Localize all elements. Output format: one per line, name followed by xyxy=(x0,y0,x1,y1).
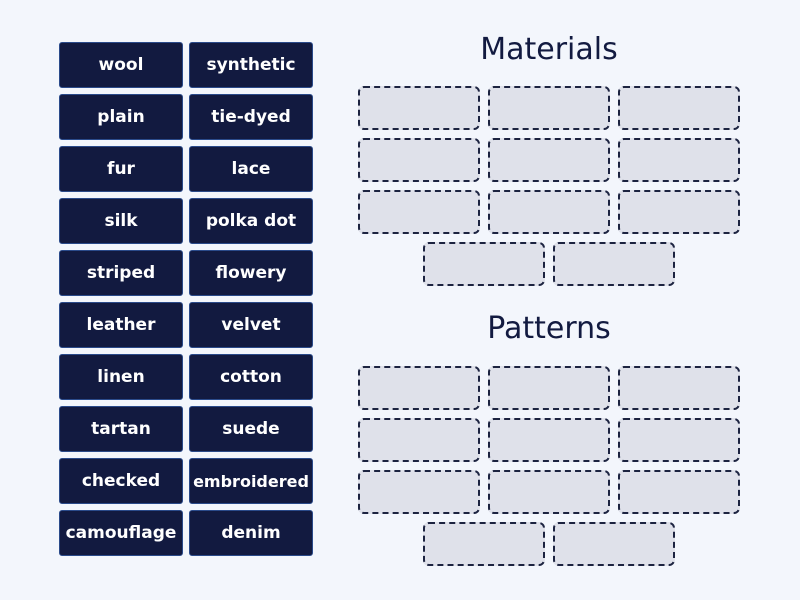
patterns-drop-slot[interactable] xyxy=(488,366,610,410)
word-tile[interactable]: embroidered xyxy=(189,458,313,504)
patterns-drop-slot[interactable] xyxy=(423,522,545,566)
group-patterns-title: Patterns xyxy=(487,311,611,346)
materials-drop-slot[interactable] xyxy=(618,190,740,234)
patterns-drop-slot[interactable] xyxy=(358,418,480,462)
patterns-drop-slot[interactable] xyxy=(488,418,610,462)
patterns-drop-slot[interactable] xyxy=(488,470,610,514)
materials-drop-slot[interactable] xyxy=(488,138,610,182)
word-tile[interactable]: leather xyxy=(59,302,183,348)
materials-drop-slot[interactable] xyxy=(423,242,545,286)
materials-drop-slot[interactable] xyxy=(618,138,740,182)
word-tile[interactable]: tartan xyxy=(59,406,183,452)
word-tile[interactable]: flowery xyxy=(189,250,313,296)
word-tile[interactable]: velvet xyxy=(189,302,313,348)
word-tile[interactable]: camouflage xyxy=(59,510,183,556)
patterns-drop-slot[interactable] xyxy=(358,366,480,410)
group-materials-title: Materials xyxy=(480,32,618,67)
word-tile[interactable]: tie-dyed xyxy=(189,94,313,140)
materials-drop-slot[interactable] xyxy=(553,242,675,286)
word-tile[interactable]: checked xyxy=(59,458,183,504)
word-tile[interactable]: plain xyxy=(59,94,183,140)
materials-drop-slot[interactable] xyxy=(358,138,480,182)
word-tile[interactable]: striped xyxy=(59,250,183,296)
word-tile[interactable]: synthetic xyxy=(189,42,313,88)
patterns-drop-slot[interactable] xyxy=(618,470,740,514)
materials-drop-slot[interactable] xyxy=(488,190,610,234)
patterns-drop-slot[interactable] xyxy=(618,418,740,462)
word-tile[interactable]: wool xyxy=(59,42,183,88)
materials-drop-slot[interactable] xyxy=(358,86,480,130)
word-tile[interactable]: suede xyxy=(189,406,313,452)
word-tile[interactable]: polka dot xyxy=(189,198,313,244)
word-tile[interactable]: fur xyxy=(59,146,183,192)
materials-drop-slot[interactable] xyxy=(358,190,480,234)
word-tile[interactable]: denim xyxy=(189,510,313,556)
patterns-drop-slot[interactable] xyxy=(618,366,740,410)
materials-drop-slot[interactable] xyxy=(488,86,610,130)
materials-drop-slot[interactable] xyxy=(618,86,740,130)
patterns-drop-slot[interactable] xyxy=(358,470,480,514)
word-tile[interactable]: lace xyxy=(189,146,313,192)
patterns-drop-slot[interactable] xyxy=(553,522,675,566)
word-tile[interactable]: cotton xyxy=(189,354,313,400)
word-tile[interactable]: silk xyxy=(59,198,183,244)
word-tile[interactable]: linen xyxy=(59,354,183,400)
